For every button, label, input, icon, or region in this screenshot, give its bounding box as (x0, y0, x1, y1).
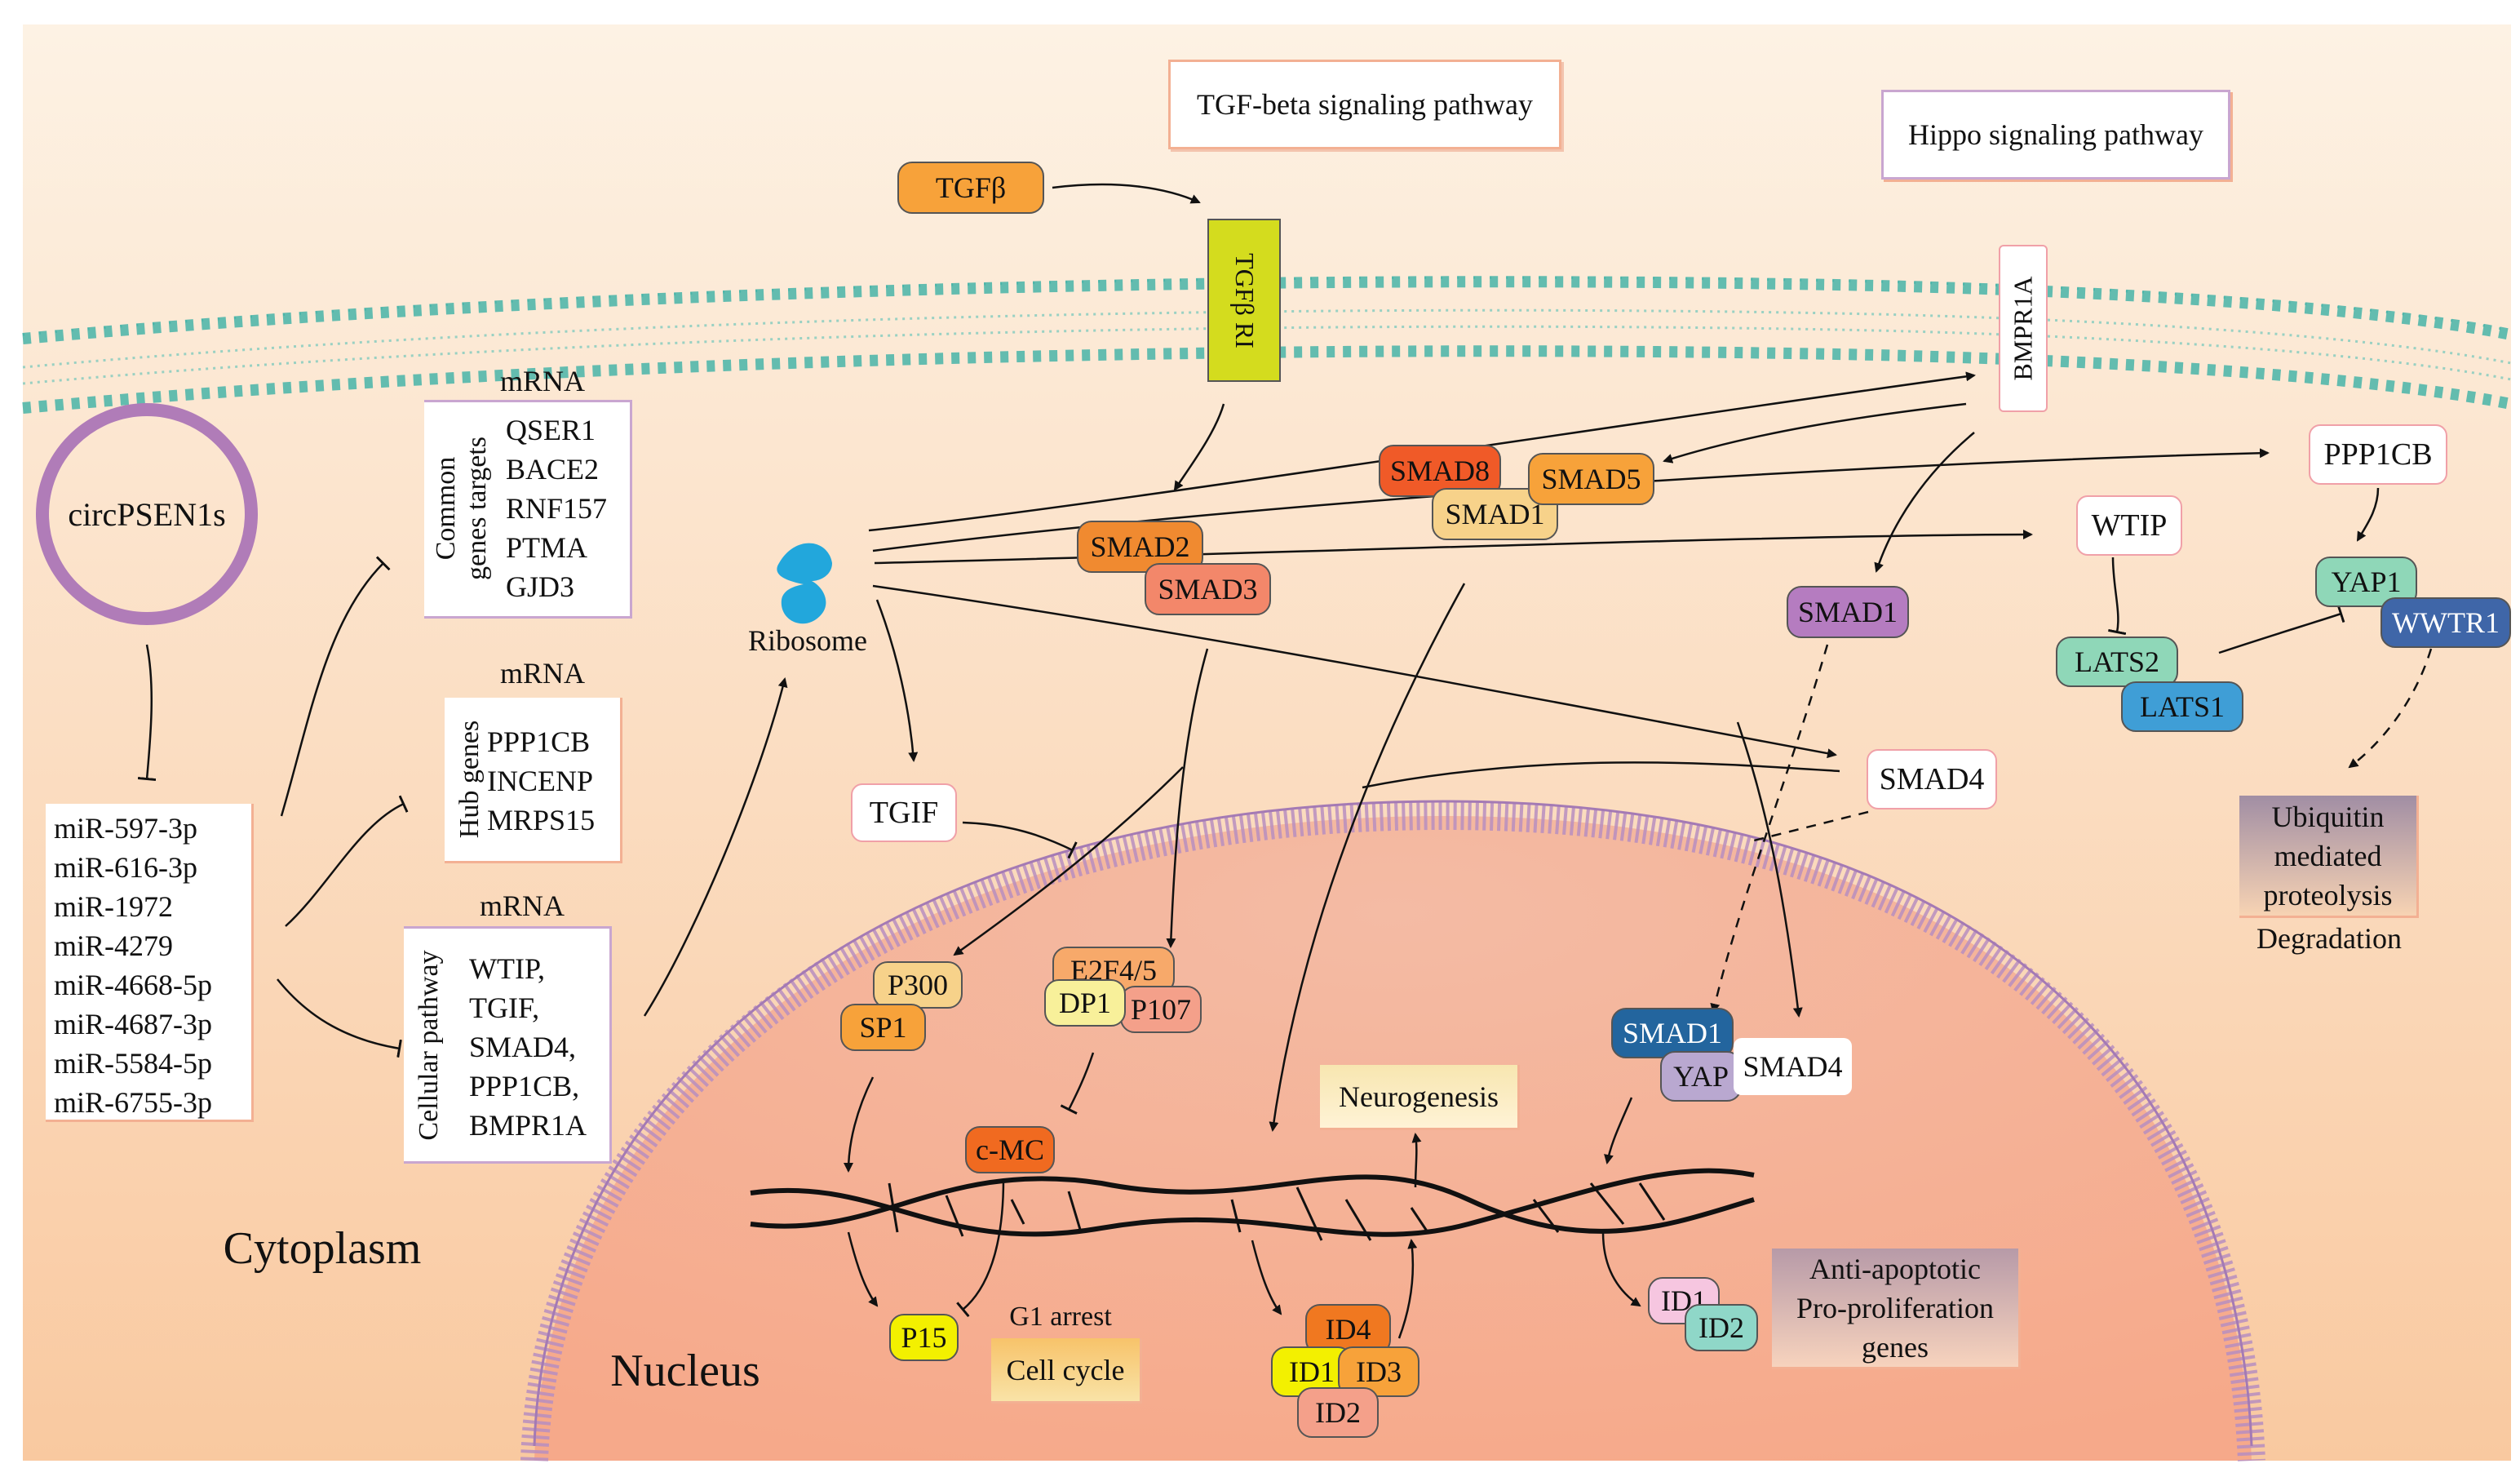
gene-item: SMAD4, (469, 1031, 577, 1063)
mirna-item: miR-616-3p (54, 851, 197, 884)
mrna-header-common: mRNA (499, 365, 585, 397)
gene-item: WTIP, (469, 952, 545, 985)
mrna-header-hub: mRNA (499, 657, 585, 690)
mrna-side-hub: Hub genes (454, 720, 485, 839)
bmpr1a-label: BMPR1A (2008, 276, 2038, 381)
smad5-protein: SMAD5 (1528, 453, 1654, 505)
mirna-list: miR-597-3p miR-616-3p miR-1972 miR-4279 … (46, 804, 254, 1122)
id2-protein: ID2 (1297, 1387, 1379, 1438)
id4-protein: ID4 (1305, 1304, 1391, 1355)
wtip-protein: WTIP (2076, 495, 2182, 556)
mirna-item: miR-4687-3p (54, 1008, 212, 1040)
gene-item: PTMA (506, 531, 588, 564)
ribosome-icon (777, 543, 832, 624)
smad2-protein: SMAD2 (1077, 521, 1203, 573)
mrna-group-cellular: Cellular pathway WTIP, TGIF, SMAD4, PPP1… (404, 926, 612, 1164)
tgf-beta-title: TGF-beta signaling pathway (1168, 60, 1561, 149)
tgfb-protein: TGFβ (897, 162, 1044, 214)
gene-item: PPP1CB, (469, 1070, 580, 1102)
mirna-item: miR-4668-5p (54, 969, 212, 1001)
cell-membrane (22, 276, 2513, 414)
degradation-label: Degradation (2256, 922, 2402, 955)
lats1-protein: LATS1 (2121, 681, 2243, 732)
p107-protein: P107 (1120, 986, 1202, 1033)
gene-item: BACE2 (506, 453, 600, 486)
gene-item: GJD3 (506, 570, 575, 603)
circrna-ring (36, 403, 258, 625)
mirna-item: miR-1972 (54, 890, 174, 923)
yap-nuc-protein: YAP (1660, 1051, 1742, 1102)
circrna-label: circPSEN1s (68, 495, 226, 533)
smad1-nuc-protein: SMAD1 (1611, 1008, 1734, 1058)
smad1-mid-protein: SMAD1 (1787, 586, 1909, 638)
ubiquitin-box: Ubiquitin mediated proteolysis (2239, 796, 2419, 918)
p15-protein: P15 (889, 1314, 959, 1361)
ppp1cb-protein: PPP1CB (2309, 424, 2447, 485)
g1-arrest-label: G1 arrest (1009, 1302, 1112, 1332)
cell-cycle-box: Cell cycle (991, 1338, 1142, 1404)
mirna-item: miR-597-3p (54, 812, 197, 845)
ribosome-label: Ribosome (747, 624, 867, 657)
gene-item: BMPR1A (469, 1109, 587, 1142)
smad4-nuc-protein: SMAD4 (1734, 1038, 1852, 1095)
mirna-item: miR-5584-5p (54, 1047, 212, 1080)
dp1-protein: DP1 (1044, 979, 1126, 1027)
lats2-protein: LATS2 (2056, 636, 2178, 687)
mrna-group-hub: Hub genes PPP1CB INCENP MRPS15 (445, 698, 622, 863)
smad4-protein: SMAD4 (1867, 749, 1997, 809)
gene-item: RNF157 (506, 492, 608, 525)
mrna-header-cellular: mRNA (479, 889, 565, 922)
antiapoptotic-box: Anti-apoptotic Pro-proliferation genes (1772, 1249, 2021, 1369)
mirna-item: miR-6755-3p (54, 1086, 212, 1119)
tgif-protein: TGIF (851, 783, 957, 842)
cytoplasm-label: Cytoplasm (223, 1223, 422, 1274)
hippo-title: Hippo signaling pathway (1881, 90, 2230, 180)
sp1-protein: SP1 (840, 1004, 926, 1051)
dna-helix (750, 1168, 1755, 1241)
tgfbr1-receptor: TGFβ RI (1207, 219, 1281, 382)
gene-item: PPP1CB (487, 725, 591, 758)
p300-protein: P300 (873, 961, 963, 1009)
smad3-protein: SMAD3 (1145, 563, 1271, 615)
gene-item: MRPS15 (487, 804, 596, 836)
gene-item: TGIF, (469, 991, 540, 1024)
id2b-protein: ID2 (1685, 1304, 1758, 1351)
cmc-protein: c-MC (965, 1126, 1055, 1173)
wwtr1-protein: WWTR1 (2380, 597, 2511, 648)
bmpr1a-receptor: BMPR1A (1999, 245, 2048, 412)
neurogenesis-box: Neurogenesis (1320, 1065, 1520, 1130)
gene-item: INCENP (487, 765, 594, 797)
tgfbr1-label: TGFβ RI (1229, 252, 1260, 348)
gene-item: QSER1 (506, 414, 596, 446)
mirna-item: miR-4279 (54, 929, 174, 962)
mrna-side-cellular: Cellular pathway (414, 950, 444, 1141)
nucleus-label: Nucleus (610, 1346, 760, 1396)
